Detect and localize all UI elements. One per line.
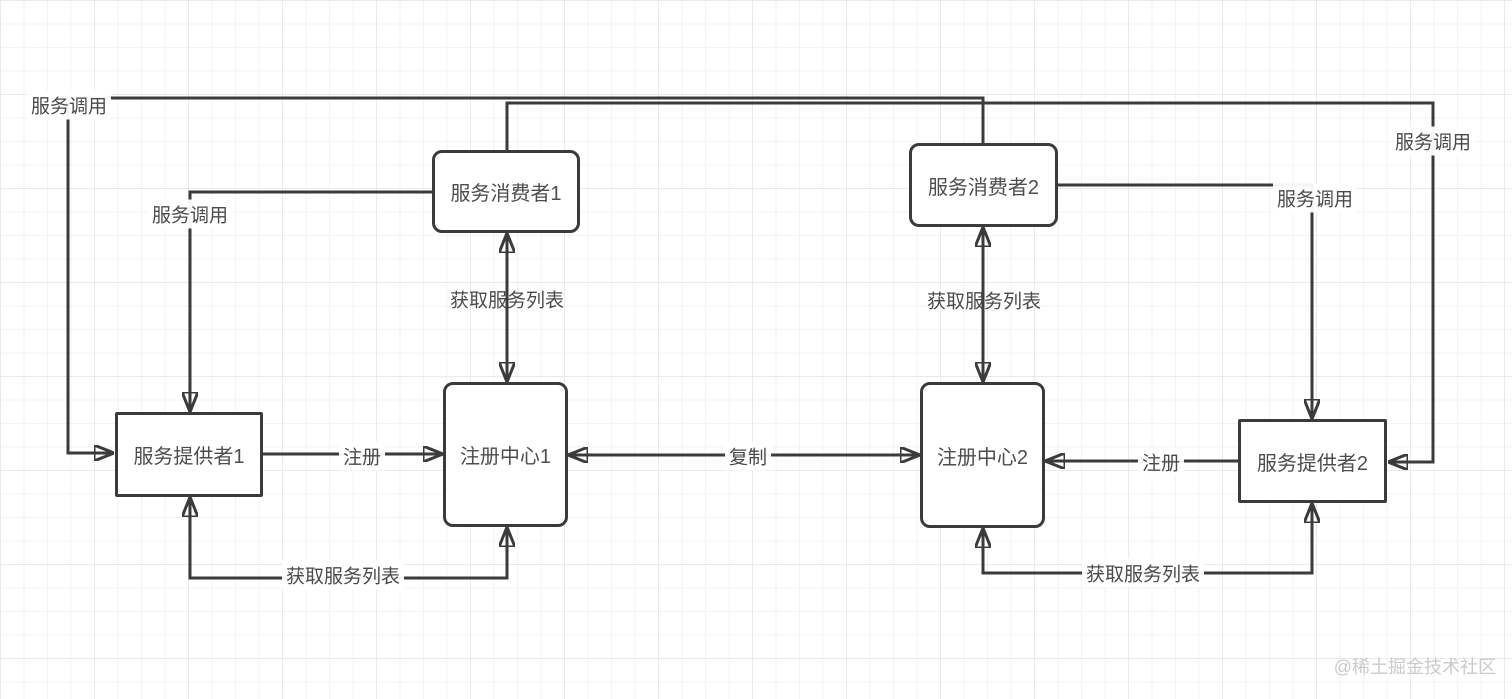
node-label: 注册中心1 [459,446,552,468]
node-service-consumer-2: 服务消费者2 [909,143,1058,227]
edge-label-get-service-list-bottomleft: 获取服务列表 [281,560,405,590]
edge-call-consumer1-provider2 [505,101,1435,462]
edge-label-replicate: 复制 [724,441,772,471]
edge-label-service-call-topright: 服务调用 [1390,126,1476,156]
node-label: 服务消费者2 [927,176,1040,199]
edge-label-register-right: 注册 [1137,447,1185,477]
edge-label-register-left: 注册 [338,441,386,471]
watermark: @稀土掘金技术社区 [1333,657,1496,677]
node-label: 服务提供者1 [133,446,245,468]
node-service-consumer-1: 服务消费者1 [432,150,580,233]
node-service-provider-1: 服务提供者1 [115,412,263,497]
node-registry-center-2: 注册中心2 [920,382,1045,528]
edge-label-get-service-list-bottomright: 获取服务列表 [1081,558,1205,588]
edge-label-get-service-list-right: 获取服务列表 [926,291,1042,313]
node-label: 服务提供者2 [1256,452,1369,475]
node-registry-center-1: 注册中心1 [443,382,568,527]
node-service-provider-2: 服务提供者2 [1238,419,1387,503]
edge-label-service-call-right: 服务调用 [1272,183,1358,213]
edge-label-get-service-list-left: 获取服务列表 [449,290,565,312]
edge-label-service-call-left: 服务调用 [147,199,233,229]
node-label: 服务消费者1 [450,183,562,205]
node-label: 注册中心2 [936,446,1029,469]
edge-label-service-call-topleft: 服务调用 [26,90,112,120]
edge-call-consumer1-provider1 [190,190,432,411]
edge-call-consumer2-provider2 [1058,183,1312,418]
